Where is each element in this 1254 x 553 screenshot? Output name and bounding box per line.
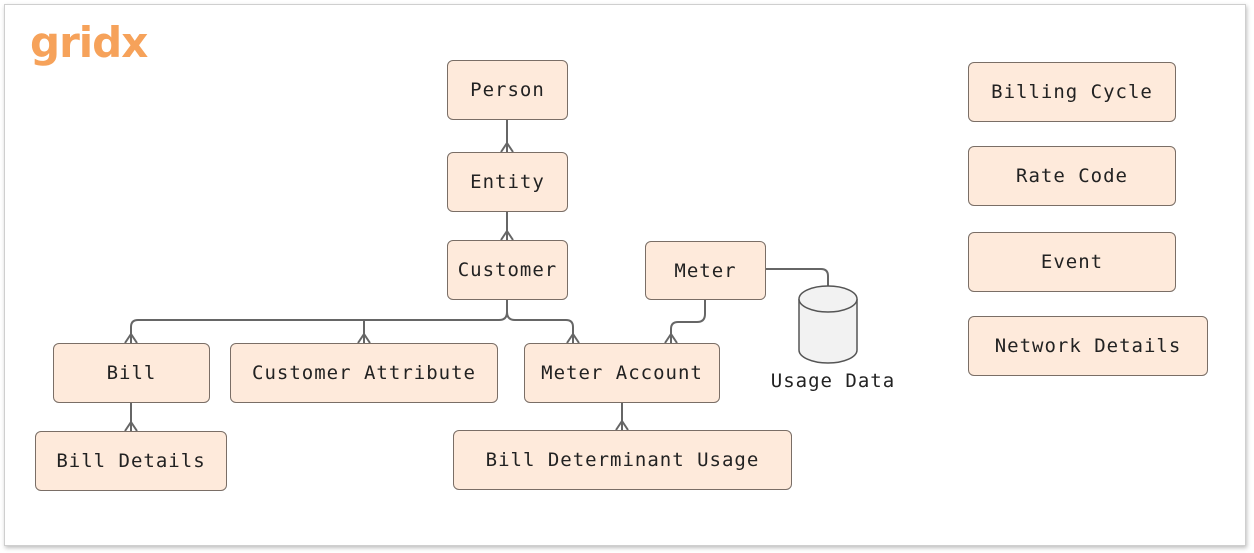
entity-bill-determinant-usage[interactable]: Bill Determinant Usage	[453, 430, 792, 490]
edge-meter-meter-account	[670, 300, 706, 343]
crowfoot-customer	[500, 229, 514, 241]
edge-customer-meter-account	[506, 311, 574, 343]
entity-customer[interactable]: Customer	[447, 240, 568, 300]
crowfoot-meter-account-b	[664, 332, 678, 344]
entity-event[interactable]: Event	[968, 232, 1176, 292]
crowfoot-customer-attribute	[357, 332, 371, 344]
gridx-logo: gridx	[30, 18, 148, 67]
entity-billing-cycle[interactable]: Billing Cycle	[968, 62, 1176, 122]
crowfoot-meter-account-a	[566, 332, 580, 344]
crowfoot-entity	[500, 141, 514, 153]
entity-entity[interactable]: Entity	[447, 152, 568, 212]
entity-rate-code[interactable]: Rate Code	[968, 146, 1176, 206]
crowfoot-bill	[124, 332, 138, 344]
entity-person[interactable]: Person	[447, 60, 568, 120]
entity-customer-attribute[interactable]: Customer Attribute	[230, 343, 498, 403]
entity-bill[interactable]: Bill	[53, 343, 210, 403]
crowfoot-bill-details	[124, 420, 138, 432]
edge-meter-usage-data	[766, 268, 829, 288]
entity-meter[interactable]: Meter	[645, 241, 766, 300]
entity-bill-details[interactable]: Bill Details	[35, 431, 227, 491]
entity-network-details[interactable]: Network Details	[968, 316, 1208, 376]
edge-customer-trunk	[130, 300, 508, 343]
entity-meter-account[interactable]: Meter Account	[524, 343, 720, 403]
usage-data-label: Usage Data	[770, 370, 896, 392]
usage-data-cylinder	[798, 285, 858, 364]
crowfoot-bdu	[615, 419, 629, 431]
